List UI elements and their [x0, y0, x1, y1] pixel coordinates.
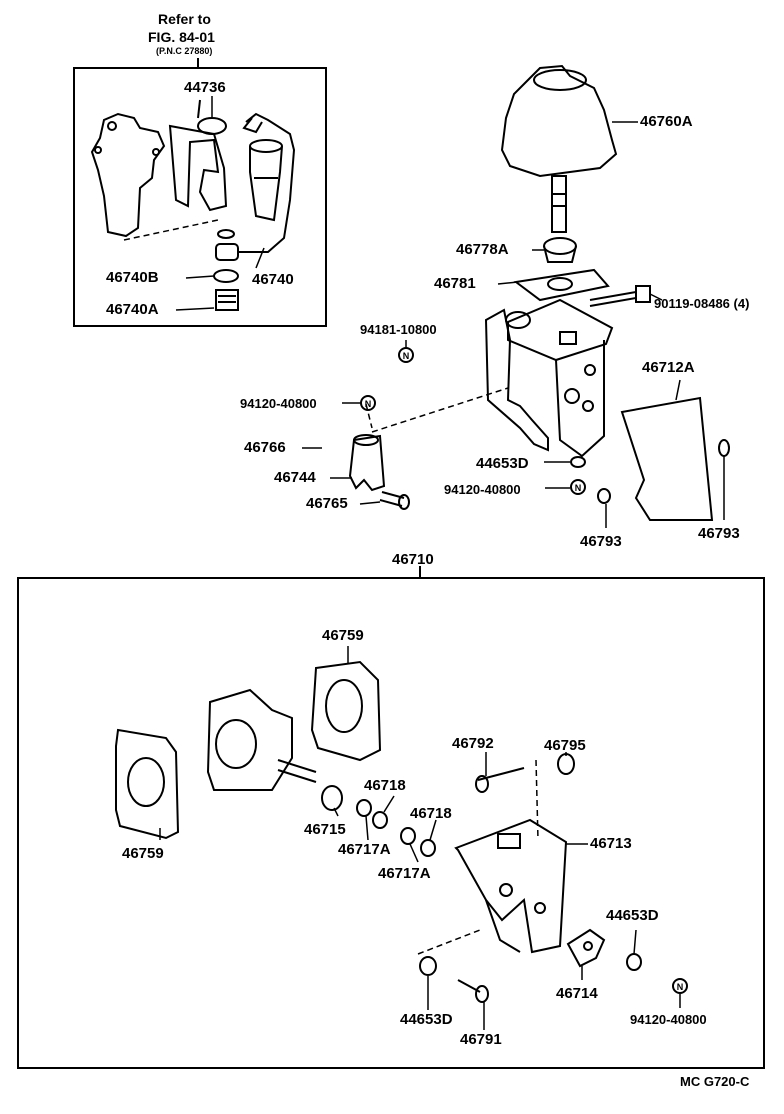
part-label-46795[interactable]: 46795 — [544, 737, 586, 754]
part-label-46718-b[interactable]: 46718 — [410, 805, 452, 822]
nut-mark-2: N — [365, 399, 372, 409]
bracket-44736-drawing — [168, 99, 228, 212]
nut-mark-1: N — [403, 351, 410, 361]
part-label-90119[interactable]: 90119-08486 (4) — [654, 296, 750, 311]
part-label-46714[interactable]: 46714 — [556, 985, 598, 1002]
bracket-46713-drawing — [454, 818, 568, 954]
part-label-46793-a[interactable]: 46793 — [580, 533, 622, 550]
part-label-44653D-c[interactable]: 44653D — [400, 1011, 453, 1028]
clevis-46744-drawing — [348, 434, 386, 492]
part-label-46718-a[interactable]: 46718 — [364, 777, 406, 794]
part-label-46778A[interactable]: 46778A — [456, 241, 509, 258]
nut-44653D-drawing — [419, 953, 642, 976]
bolt-46791-drawing — [457, 979, 489, 1003]
part-label-94120-b[interactable]: 94120-40800 — [444, 482, 521, 497]
part-label-46759-a[interactable]: 46759 — [322, 627, 364, 644]
fitting-drawing — [213, 229, 239, 311]
part-label-46715[interactable]: 46715 — [304, 821, 346, 838]
leader-lines — [159, 96, 725, 1030]
nut-mark-3: N — [575, 483, 582, 493]
switch-46740-drawing — [238, 112, 296, 253]
part-label-46740A[interactable]: 46740A — [106, 301, 159, 318]
small-parts-drawing — [321, 753, 575, 857]
assembly-46710-box — [17, 566, 765, 1069]
part-label-46740B[interactable]: 46740B — [106, 269, 159, 286]
throttle-body-drawing — [206, 688, 317, 791]
diagram-code: MC G720-C — [680, 1074, 750, 1089]
gasket-46781-drawing — [513, 268, 610, 302]
part-label-46781[interactable]: 46781 — [434, 275, 476, 292]
refer-to-label: Refer to — [158, 11, 211, 27]
part-label-46760A[interactable]: 46760A — [640, 113, 693, 130]
cover-46712A-drawing — [620, 396, 714, 521]
part-label-46717A-a[interactable]: 46717A — [338, 841, 391, 858]
part-label-46713[interactable]: 46713 — [590, 835, 632, 852]
pin-46765-drawing — [379, 491, 410, 510]
pnc-label: (P.N.C 27880) — [156, 46, 213, 56]
nut-mark-4: N — [677, 982, 684, 992]
part-label-46791[interactable]: 46791 — [460, 1031, 502, 1048]
part-label-46759-b[interactable]: 46759 — [122, 845, 164, 862]
part-label-44653D-a[interactable]: 44653D — [476, 455, 529, 472]
bracket-assembly-drawing — [484, 298, 614, 458]
part-label-46793-b[interactable]: 46793 — [698, 525, 740, 542]
part-label-46792[interactable]: 46792 — [452, 735, 494, 752]
part-label-94120-a[interactable]: 94120-40800 — [240, 396, 317, 411]
part-label-46740[interactable]: 46740 — [252, 271, 294, 288]
gasket-46759-right-drawing — [310, 660, 382, 762]
nut-symbols — [360, 347, 730, 994]
part-label-46712A[interactable]: 46712A — [642, 359, 695, 376]
figure-ref-label[interactable]: FIG. 84-01 — [148, 29, 215, 45]
boot-46778A-drawing — [543, 237, 577, 263]
part-label-46744[interactable]: 46744 — [274, 469, 316, 486]
reference-box — [73, 58, 327, 327]
gasket-46759-left-drawing — [115, 728, 180, 840]
part-label-46717A-b[interactable]: 46717A — [378, 865, 431, 882]
part-label-94181[interactable]: 94181-10800 — [360, 322, 437, 337]
actuator-46760A-drawing — [500, 64, 618, 233]
part-label-44736[interactable]: 44736 — [184, 79, 226, 96]
part-label-94120-c[interactable]: 94120-40800 — [630, 1012, 707, 1027]
part-label-44653D-b[interactable]: 44653D — [606, 907, 659, 924]
part-label-46766[interactable]: 46766 — [244, 439, 286, 456]
injector-body-drawing — [90, 112, 166, 238]
lever-46714-drawing — [566, 928, 606, 968]
part-label-46765[interactable]: 46765 — [306, 495, 348, 512]
part-label-46710[interactable]: 46710 — [392, 551, 434, 568]
bolt-90119-drawing — [589, 285, 651, 307]
